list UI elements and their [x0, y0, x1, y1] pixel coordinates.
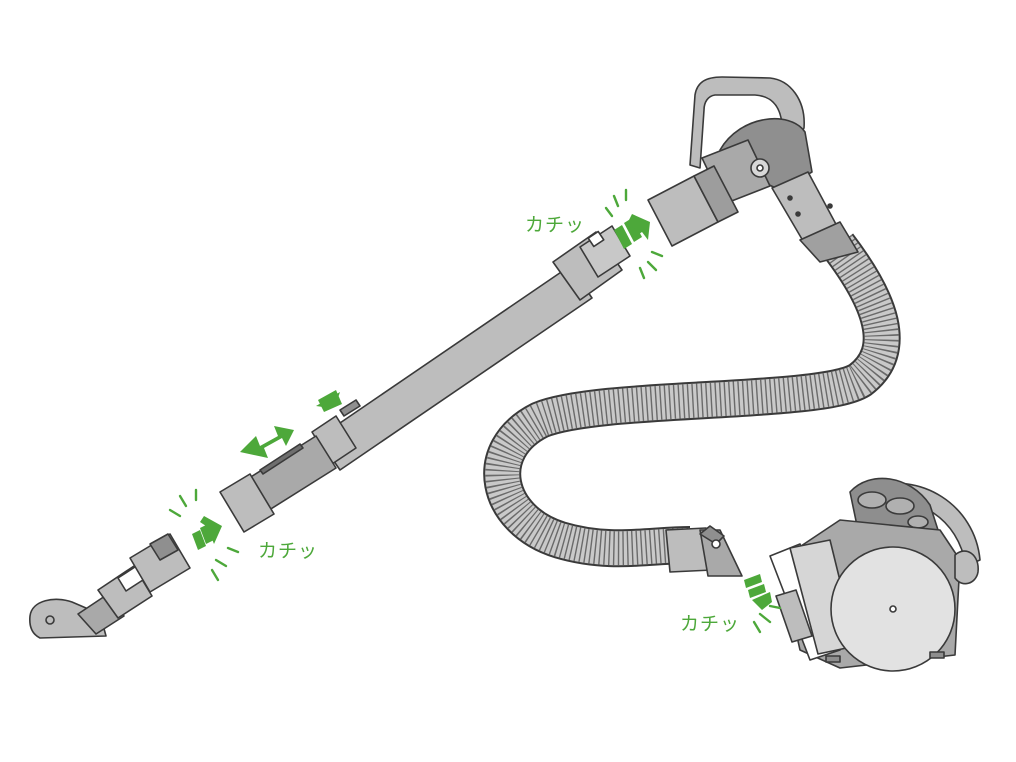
- flexible-hose: [483, 233, 901, 568]
- hose-handle: [647, 76, 859, 263]
- extension-wand: [219, 225, 631, 533]
- click-marker-left: [168, 488, 240, 582]
- slide-arrow-marker: [240, 390, 342, 458]
- click-label-top: カチッ: [525, 214, 585, 236]
- click-marker-right: [744, 574, 782, 634]
- floor-tool: [29, 533, 191, 639]
- canister-body: [769, 477, 981, 672]
- click-label-left: カチッ: [258, 540, 318, 562]
- click-label-right: カチッ: [680, 613, 740, 635]
- click-marker-top: [604, 188, 664, 280]
- hose-connector: [665, 525, 743, 577]
